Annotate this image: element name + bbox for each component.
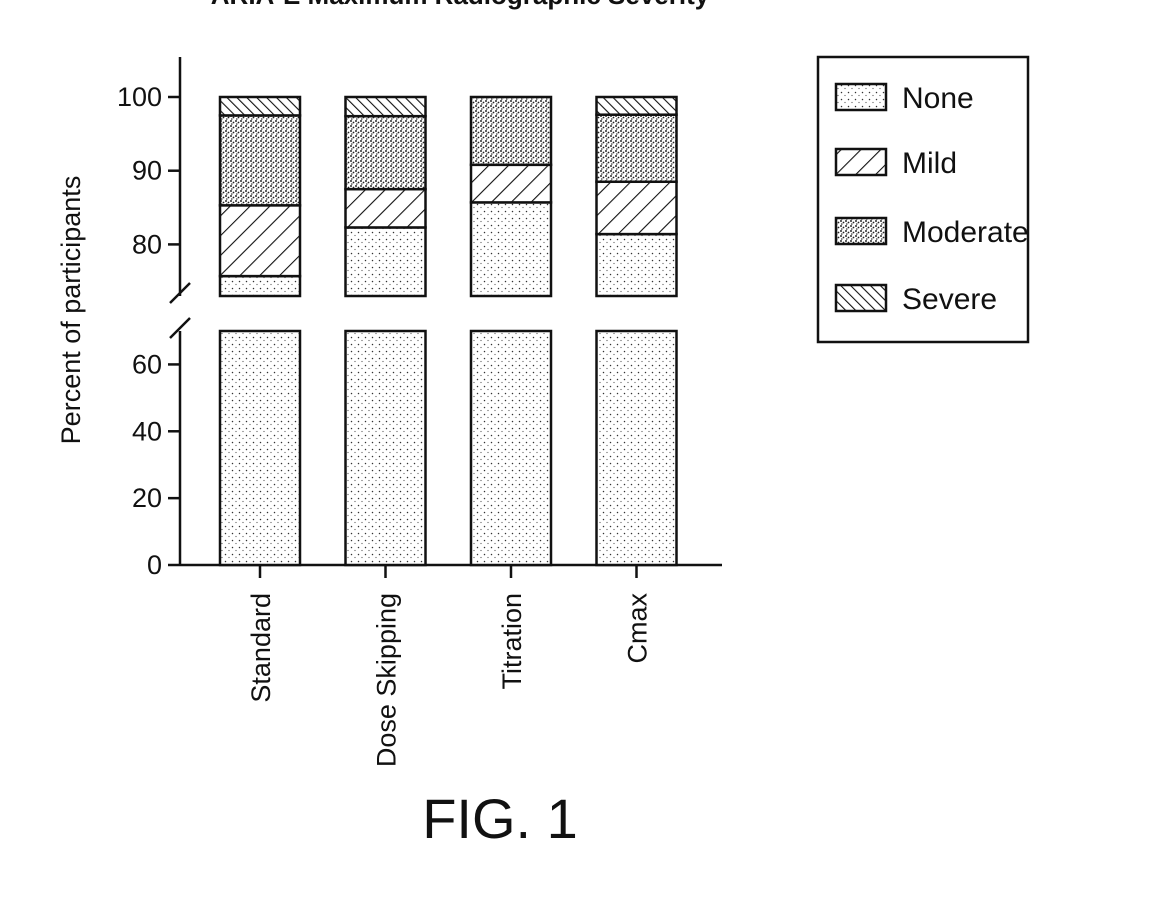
bar-lower-none	[346, 331, 426, 565]
legend-label-moderate: Moderate	[902, 216, 1029, 249]
bar-segment-moderate	[471, 97, 551, 165]
bar-segment-none	[597, 234, 677, 296]
y-axis-label: Percent of participants	[56, 176, 86, 445]
bar-segment-mild	[220, 205, 300, 276]
bar-segment-moderate	[597, 115, 677, 182]
legend-label-mild: Mild	[902, 147, 957, 180]
category-label: Dose Skipping	[372, 593, 402, 767]
bar-segment-none	[346, 227, 426, 296]
bar-segment-none	[471, 202, 551, 296]
bar-segment-severe	[346, 97, 426, 116]
bar-segment-moderate	[346, 116, 426, 189]
legend: NoneMildModerateSevere	[818, 57, 1029, 342]
bars	[220, 97, 677, 565]
legend-label-none: None	[902, 82, 974, 115]
bar-segment-none	[220, 276, 300, 296]
category-labels: Standard Dose Skipping Titration Cmax	[246, 593, 653, 768]
bar-segment-severe	[597, 97, 677, 115]
category-label: Cmax	[623, 593, 653, 664]
bar-segment-mild	[597, 182, 677, 234]
y-tick-label: 100	[117, 82, 162, 112]
bar-segment-mild	[346, 189, 426, 227]
bar-lower-none	[471, 331, 551, 565]
category-label: Titration	[497, 593, 527, 690]
bar-segment-severe	[220, 97, 300, 115]
y-tick-label: 80	[132, 229, 162, 259]
legend-label-severe: Severe	[902, 283, 997, 316]
legend-swatch-moderate	[836, 218, 886, 244]
category-label: Standard	[246, 593, 276, 703]
y-tick-label: 0	[147, 550, 162, 580]
legend-swatch-none	[836, 84, 886, 110]
legend-swatch-severe	[836, 285, 886, 311]
legend-swatch-mild	[836, 149, 886, 175]
y-tick-label: 90	[132, 156, 162, 186]
y-tick-label: 60	[132, 349, 162, 379]
tick-labels: 80 90 100 0 20 40 60	[117, 82, 162, 580]
bar-lower-none	[597, 331, 677, 565]
bar-segment-moderate	[220, 115, 300, 205]
y-tick-label: 40	[132, 416, 162, 446]
bar-lower-none	[220, 331, 300, 565]
chart-title: ARIA-E Maximum Radiographic Severity	[211, 0, 710, 10]
y-tick-label: 20	[132, 483, 162, 513]
bar-segment-mild	[471, 165, 551, 203]
figure-label: FIG. 1	[422, 787, 578, 850]
